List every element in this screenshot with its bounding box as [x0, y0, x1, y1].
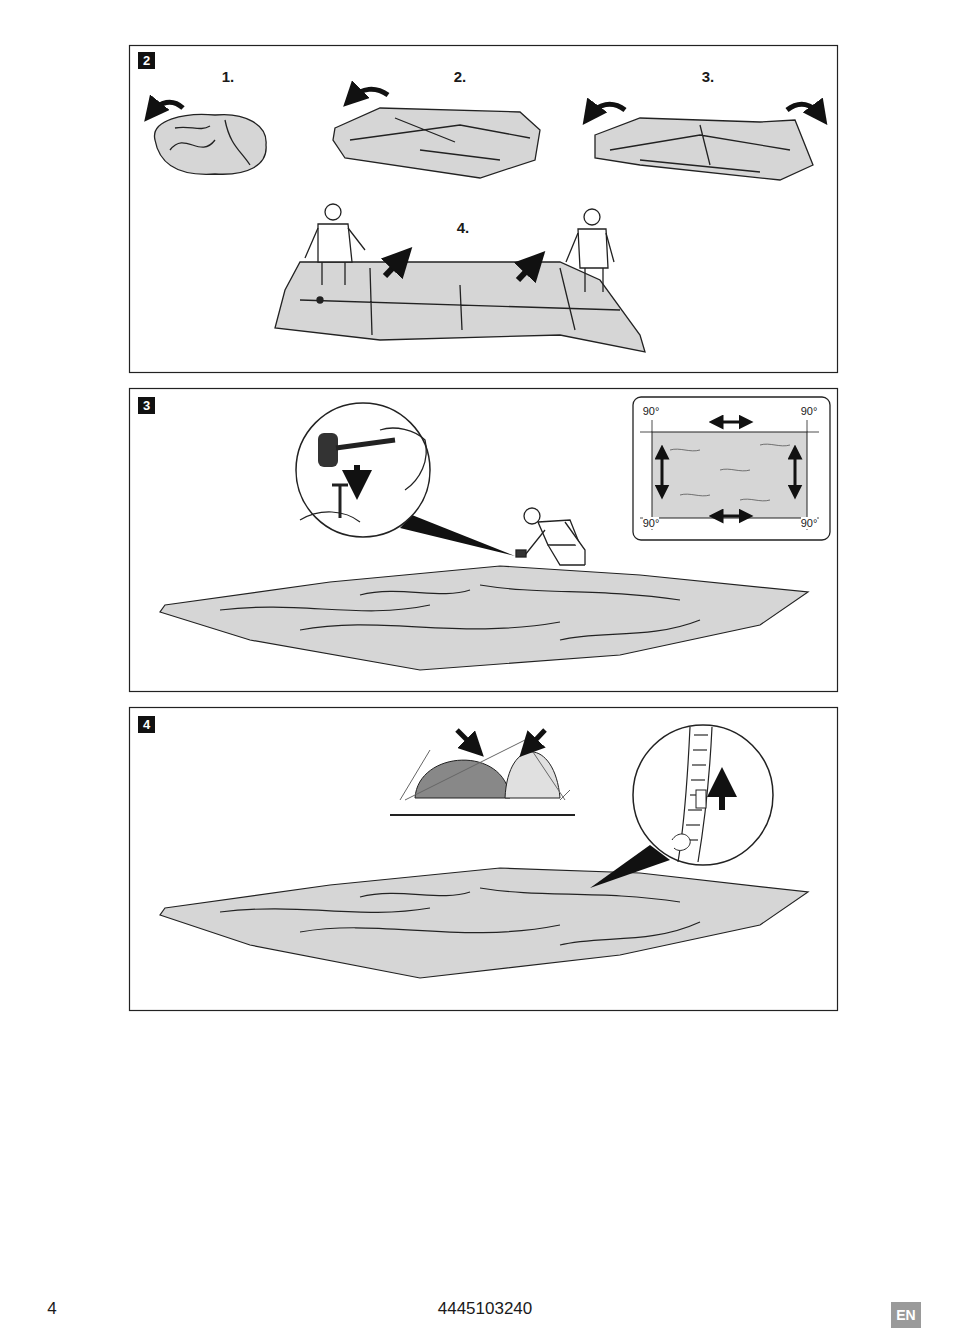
unrolled-tent	[333, 89, 540, 178]
tent-icon	[390, 730, 575, 815]
panel-number: 2	[138, 52, 155, 69]
zipper-magnifier	[590, 725, 773, 888]
panel-frames	[130, 46, 838, 1011]
spread-tent	[275, 262, 645, 352]
node-text: 4	[143, 718, 150, 731]
angle-label: 90°	[643, 405, 660, 417]
node-text: EN	[896, 1308, 915, 1322]
node-text: 2	[143, 54, 150, 67]
groundsheet	[160, 566, 808, 670]
panel-number: 3	[138, 397, 155, 414]
unfolded-tent	[590, 104, 820, 180]
angle-label: 90°	[801, 517, 818, 529]
person	[566, 209, 614, 292]
magnifier	[296, 403, 515, 556]
square-layout-inset	[633, 397, 830, 540]
person	[305, 204, 365, 285]
step-number: 2.	[454, 69, 467, 86]
step-number: 1.	[222, 69, 235, 86]
article-number: 4445103240	[438, 1300, 533, 1319]
rolled-tent	[152, 102, 266, 174]
panel-number: 4	[138, 716, 155, 733]
page-number: 4	[47, 1300, 56, 1319]
angle-label: 90°	[801, 405, 818, 417]
node-text: 3	[143, 399, 150, 412]
step-number: 3.	[702, 69, 715, 86]
step-number: 4.	[457, 220, 470, 237]
inner-tent	[160, 868, 808, 978]
kneeling-person	[516, 508, 585, 565]
angle-label: 90°	[643, 517, 660, 529]
lift-arrow	[385, 258, 402, 276]
lift-arrow	[518, 262, 535, 280]
language-tag: EN	[891, 1302, 921, 1328]
